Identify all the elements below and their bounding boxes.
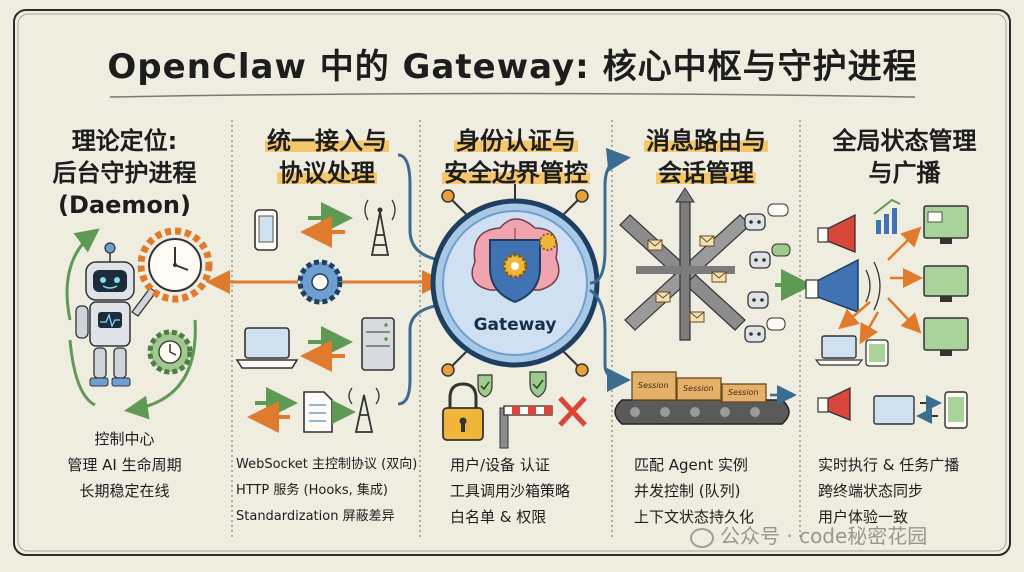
column-4-title-line-2: 会话管理: [656, 159, 756, 187]
document-icon: [304, 392, 332, 432]
sync-arrows-middle: [308, 342, 345, 356]
hub-gear-icon: [300, 262, 340, 302]
column-4-bullet: 并发控制 (队列): [634, 478, 800, 504]
column-1-bullet: 控制中心: [22, 426, 227, 452]
laptop-icon: [237, 328, 297, 368]
tower-icon: [365, 200, 395, 255]
column-2-title: 统一接入与 协议处理: [236, 125, 418, 189]
router-crossroads: [620, 188, 750, 340]
shield-small-icon: [478, 375, 492, 397]
column-3-bullet: 用户/设备 认证: [450, 452, 610, 478]
column-2-bullet: WebSocket 主控制协议 (双向): [236, 452, 420, 478]
phone-icon: [255, 210, 277, 250]
column-5-title-line-1: 全局状态管理: [802, 125, 1007, 157]
column-4-bullets: 匹配 Agent 实例 并发控制 (队列) 上下文状态持久化: [634, 452, 800, 530]
column-2-bullet: Standardization 屏蔽差异: [236, 504, 420, 530]
watermark: 公众号 · code秘密花园: [690, 520, 927, 549]
column-1-title-line-1: 理论定位:: [22, 125, 227, 157]
column-1-bullet: 长期稳定在线: [22, 478, 227, 504]
column-1-title: 理论定位: 后台守护进程 (Daemon): [22, 125, 227, 221]
block-x-icon: [560, 398, 585, 425]
column-2-title-line-2: 协议处理: [277, 159, 377, 187]
sync-arrows-bottom: [255, 403, 290, 417]
column-2-bullet: HTTP 服务 (Hooks, 集成): [236, 478, 420, 504]
column-1-title-line-2: 后台守护进程: [22, 157, 227, 189]
padlock-icon: [443, 384, 483, 440]
column-1-title-line-3: (Daemon): [22, 189, 227, 221]
antenna-icon: [349, 388, 379, 432]
chart-growth-icon: [874, 200, 900, 234]
column-3-title: 身份认证与 安全边界管控: [422, 125, 610, 189]
column-3-bullet: 白名单 & 权限: [450, 504, 610, 530]
column-1-bullet: 管理 AI 生命周期: [22, 452, 227, 478]
column-5-title: 全局状态管理 与广播: [802, 125, 1007, 189]
gateway-hub: [433, 170, 597, 376]
column-3-title-line-1: 身份认证与: [454, 127, 578, 155]
gear-clock-icon: [150, 332, 190, 372]
column-5-bullet: 跨终端状态同步: [818, 478, 998, 504]
agent-bots: [745, 204, 790, 342]
column-4-bullet: 匹配 Agent 实例: [634, 452, 800, 478]
sync-devices: [874, 392, 967, 428]
gateway-label: Gateway: [460, 315, 570, 335]
session-box-label: Session: [683, 384, 714, 393]
session-box-label: Session: [638, 381, 669, 390]
session-conveyor: [615, 372, 792, 424]
watermark-text: 公众号 · code秘密花园: [720, 524, 927, 548]
session-box-label: Session: [728, 388, 759, 397]
column-5-bullet: 实时执行 & 任务广播: [818, 452, 998, 478]
column-2-bullets: WebSocket 主控制协议 (双向) HTTP 服务 (Hooks, 集成)…: [236, 452, 420, 530]
wechat-icon: [690, 528, 714, 548]
column-1-bullets: 控制中心 管理 AI 生命周期 长期稳定在线: [22, 426, 227, 504]
column-2-title-line-1: 统一接入与: [265, 127, 389, 155]
sync-arrows-top: [308, 218, 345, 232]
connector-bottom-left: [398, 305, 440, 404]
column-3-bullets: 用户/设备 认证 工具调用沙箱策略 白名单 & 权限: [450, 452, 610, 530]
robot-icon: [76, 243, 156, 386]
column-3-title-line-2: 安全边界管控: [442, 159, 590, 187]
column-4-title: 消息路由与 会话管理: [614, 125, 798, 189]
page-title: OpenClaw 中的 Gateway: 核心中枢与守护进程: [60, 40, 965, 94]
column-4-title-line-1: 消息路由与: [644, 127, 768, 155]
server-icon: [362, 318, 394, 370]
column-5-bullets: 实时执行 & 任务广播 跨终端状态同步 用户体验一致: [818, 452, 998, 530]
megaphone-bottom-icon: [818, 388, 850, 420]
column-5-title-line-2: 与广播: [802, 157, 1007, 189]
shield-check-icon: [530, 372, 546, 397]
barrier-icon: [500, 406, 552, 448]
column-3-bullet: 工具调用沙箱策略: [450, 478, 610, 504]
megaphone-top-icon: [818, 215, 855, 252]
